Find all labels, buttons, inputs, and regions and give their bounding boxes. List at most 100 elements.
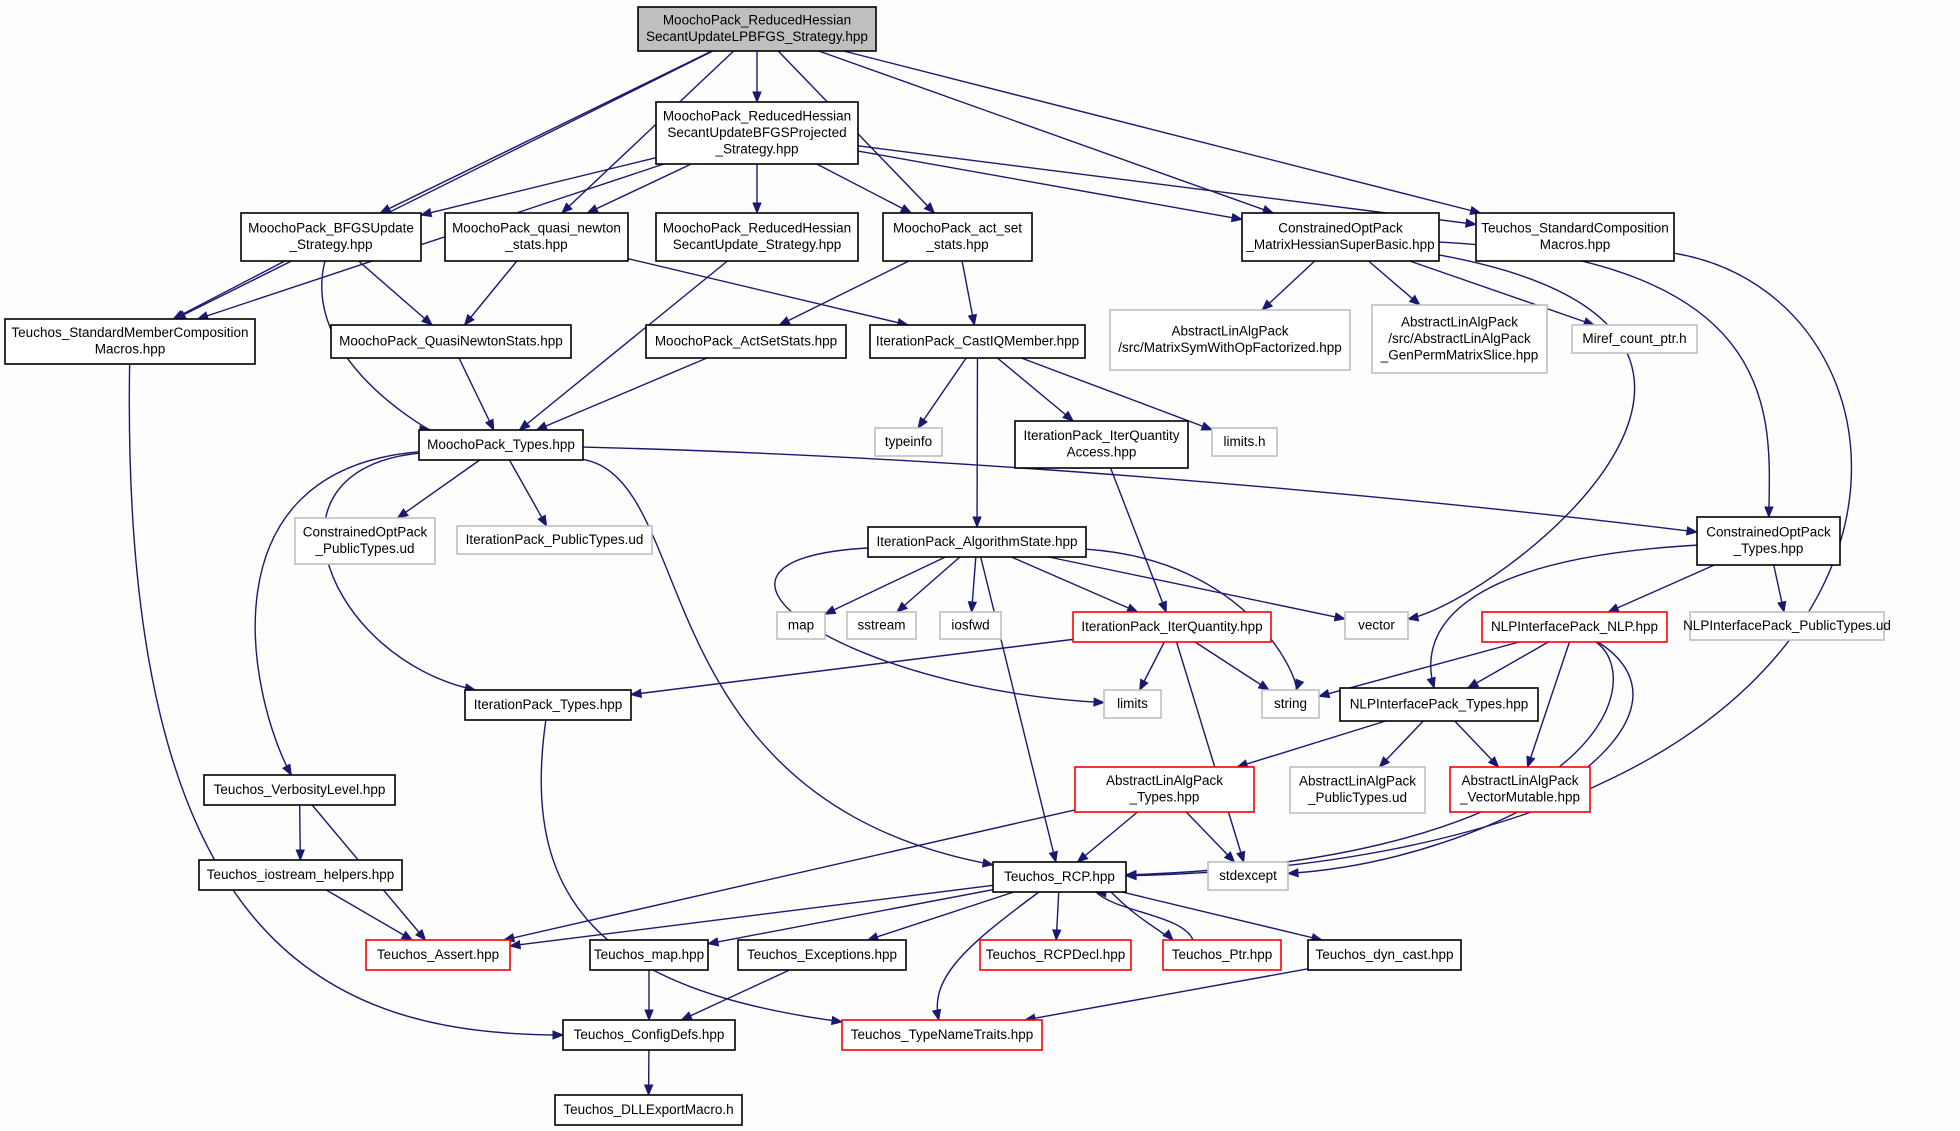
node-label-line: _PublicTypes.ud	[314, 541, 414, 556]
arrowhead	[1048, 850, 1058, 864]
node-label-line: IterationPack_IterQuantity	[1023, 428, 1179, 443]
node-label-line: MoochoPack_ReducedHessian	[663, 108, 851, 123]
node-verb[interactable]: Teuchos_VerbosityLevel.hpp	[203, 774, 396, 806]
edge-nlp-to-vecmut	[1526, 641, 1571, 769]
node-qnstatsclass[interactable]: MoochoPack_QuasiNewtonStats.hpp	[330, 324, 572, 359]
node-bfgsproj[interactable]: MoochoPack_ReducedHessianSecantUpdateBFG…	[655, 101, 859, 165]
arrowhead	[484, 418, 495, 432]
node-label-line: SecantUpdateLPBFGS_Strategy.hpp	[646, 29, 868, 44]
node-box	[1449, 766, 1591, 813]
node-tmap[interactable]: Teuchos_map.hpp	[589, 939, 709, 971]
edge-root-to-qnstats	[560, 50, 735, 214]
node-bfgsupdate[interactable]: MoochoPack_BFGSUpdate_Strategy.hpp	[240, 212, 422, 262]
node-mtypes[interactable]: MoochoPack_Types.hpp	[418, 429, 584, 461]
node-iterq[interactable]: IterationPack_IterQuantity.hpp	[1072, 611, 1272, 643]
node-typename[interactable]: Teuchos_TypeNameTraits.hpp	[841, 1019, 1043, 1051]
node-label-line: _Strategy.hpp	[288, 237, 372, 252]
node-label-line: MoochoPack_Types.hpp	[427, 437, 575, 452]
node-iostream[interactable]: Teuchos_iostream_helpers.hpp	[198, 859, 403, 891]
node-label-line: AbstractLinAlgPack	[1461, 773, 1578, 788]
arrowhead	[1378, 756, 1391, 768]
edge-algstate-to-rcp	[980, 556, 1058, 864]
node-ptr[interactable]: Teuchos_Ptr.hpp	[1162, 939, 1282, 971]
arrowhead	[917, 416, 928, 430]
edge-rcp-to-tmap	[706, 888, 994, 947]
edge-nlp-to-rcp	[1124, 641, 1614, 880]
node-cotypes[interactable]: ConstrainedOptPack_Types.hpp	[1696, 516, 1841, 566]
arrowhead	[1408, 294, 1421, 306]
edge-qnstatsclass-to-mtypes	[458, 357, 495, 432]
arrowhead	[552, 1030, 565, 1040]
edge-mtypes-to-cotypes	[582, 446, 1699, 536]
node-label-line: Teuchos_RCPDecl.hpp	[986, 947, 1126, 962]
node-label-line: AbstractLinAlgPack	[1171, 324, 1288, 339]
edge-mtypes-to-verb	[254, 451, 420, 777]
edge-exceptions-to-config	[680, 969, 790, 1021]
node-box	[979, 939, 1132, 971]
arrowhead	[1062, 410, 1075, 422]
node-label-line: /src/MatrixSymWithOpFactorized.hpp	[1118, 340, 1342, 355]
arrowhead	[1223, 851, 1236, 863]
node-rcp[interactable]: Teuchos_RCP.hpp	[992, 861, 1127, 893]
node-coputypes: ConstrainedOptPack_PublicTypes.ud	[294, 517, 436, 565]
node-actset[interactable]: MoochoPack_act_set_stats.hpp	[882, 212, 1033, 262]
edge-root-to-bfgsproj	[752, 51, 762, 104]
node-box	[1261, 689, 1320, 719]
arrowhead	[537, 514, 548, 528]
edge-iqaccess-to-iterq	[1109, 467, 1167, 614]
edge-iterq-to-limits	[1139, 641, 1165, 692]
node-label-line: Teuchos_DLLExportMacro.h	[563, 1102, 733, 1117]
node-label-line: MoochoPack_BFGSUpdate	[248, 221, 414, 236]
arrowhead	[899, 203, 913, 214]
node-label-line: AbstractLinAlgPack	[1299, 774, 1416, 789]
edge-mtypes-to-iptypes	[323, 452, 477, 693]
node-label-line: Miref_count_ptr.h	[1582, 331, 1686, 346]
node-box	[589, 939, 709, 971]
arrowhead	[1076, 851, 1089, 863]
edge-mtypes-to-coputypes	[396, 459, 481, 519]
node-label-line: MoochoPack_quasi_newton	[452, 221, 621, 236]
node-nlp[interactable]: NLPInterfacePack_NLP.hpp	[1481, 611, 1668, 643]
node-root[interactable]: MoochoPack_ReducedHessianSecantUpdateLPB…	[637, 6, 877, 52]
node-cohessian[interactable]: ConstrainedOptPack_MatrixHessianSuperBas…	[1241, 212, 1440, 262]
arrowhead	[518, 419, 531, 431]
edge-bfgsproj-to-rhsecant	[752, 164, 762, 215]
node-config[interactable]: Teuchos_ConfigDefs.hpp	[562, 1019, 736, 1051]
node-rhsecant[interactable]: MoochoPack_ReducedHessianSecantUpdate_St…	[655, 212, 859, 262]
node-assert[interactable]: Teuchos_Assert.hpp	[365, 939, 511, 971]
node-label-line: _GenPermMatrixSlice.hpp	[1380, 347, 1539, 362]
node-box	[1344, 611, 1409, 640]
node-qnstats[interactable]: MoochoPack_quasi_newton_stats.hpp	[444, 212, 629, 262]
node-vecmut[interactable]: AbstractLinAlgPack _VectorMutable.hpp	[1449, 766, 1591, 813]
node-castiq[interactable]: IterationPack_CastIQMember.hpp	[869, 324, 1086, 359]
node-label-line: Teuchos_Ptr.hpp	[1172, 947, 1273, 962]
node-algstate[interactable]: IterationPack_AlgorithmState.hpp	[867, 526, 1087, 558]
node-dyncast[interactable]: Teuchos_dyn_cast.hpp	[1307, 939, 1462, 971]
node-actsetstats[interactable]: MoochoPack_ActSetStats.hpp	[645, 324, 847, 359]
node-vector: vector	[1344, 611, 1409, 640]
node-stdexcept: stdexcept	[1207, 861, 1289, 891]
node-box	[1109, 309, 1351, 371]
node-dllexport[interactable]: Teuchos_DLLExportMacro.h	[554, 1094, 743, 1126]
node-exceptions[interactable]: Teuchos_Exceptions.hpp	[737, 939, 907, 971]
node-label-line: Teuchos_dyn_cast.hpp	[1315, 947, 1453, 962]
node-nlptypes[interactable]: NLPInterfacePack_Types.hpp	[1339, 687, 1539, 722]
node-label-line: _VectorMutable.hpp	[1459, 790, 1580, 805]
node-label-line: NLPInterfacePack_PublicTypes.ud	[1683, 618, 1891, 633]
edge-bfgsproj-to-cohessian	[857, 150, 1244, 223]
node-iptypes[interactable]: IterationPack_Types.hpp	[464, 689, 632, 721]
arrowhead	[1487, 756, 1500, 768]
arrowhead	[1406, 612, 1420, 622]
arrowhead	[282, 763, 292, 777]
node-rcpdecl[interactable]: Teuchos_RCPDecl.hpp	[979, 939, 1132, 971]
node-box	[645, 324, 847, 359]
node-box	[869, 324, 1086, 359]
node-stdmember[interactable]: Teuchos_StandardMemberCompositionMacros.…	[4, 318, 256, 365]
arrowhead	[895, 601, 908, 613]
edge-mtypes-to-rcp	[582, 458, 995, 868]
node-box	[203, 774, 396, 806]
node-alatypes[interactable]: AbstractLinAlgPack_Types.hpp	[1074, 766, 1255, 813]
